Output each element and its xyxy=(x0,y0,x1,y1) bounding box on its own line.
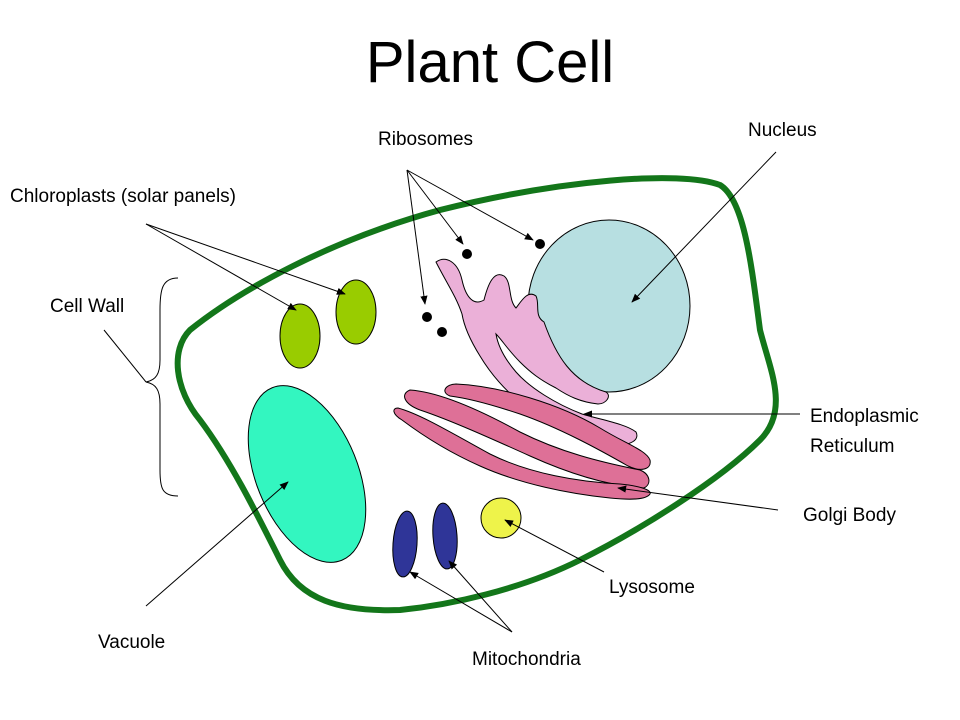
page-title: Plant Cell xyxy=(365,30,615,95)
chloroplasts-label: Chloroplasts (solar panels) xyxy=(10,186,236,207)
mitochondrion-shape xyxy=(392,510,418,578)
cell-wall-pointer xyxy=(103,329,147,383)
ribosome-dot xyxy=(535,239,545,249)
cell-wall-brace xyxy=(145,277,179,497)
ribosome-pointer xyxy=(406,169,428,305)
cell-wall-label: Cell Wall xyxy=(50,296,125,317)
chloroplast-pointer xyxy=(145,223,297,311)
mitochondria-pointer xyxy=(448,560,513,633)
vacuole-label: Vacuole xyxy=(98,632,166,653)
lysosome-shape xyxy=(480,497,522,539)
ribosome-dot xyxy=(437,327,447,337)
golgi-pointer xyxy=(617,485,779,511)
chloroplast-shape xyxy=(279,303,321,369)
golgi-label: Golgi Body xyxy=(803,505,896,526)
ribosome-dot xyxy=(462,249,472,259)
lysosome-label: Lysosome xyxy=(609,577,695,598)
vacuole-shape xyxy=(247,385,367,563)
cell-wall-outline xyxy=(174,175,779,614)
nucleus-label: Nucleus xyxy=(748,120,817,141)
lysosome-pointer xyxy=(504,519,605,573)
chloroplast-shape xyxy=(335,279,377,345)
er-label-line1: Endoplasmic xyxy=(810,406,919,427)
er-label-line2: Reticulum xyxy=(810,436,895,457)
chloroplast-pointer xyxy=(145,223,346,295)
vacuole-pointer xyxy=(145,481,289,607)
mitochondria-label: Mitochondria xyxy=(472,649,581,670)
nucleus-pointer xyxy=(631,151,777,303)
ribosome-pointer xyxy=(406,169,464,245)
mitochondria-pointer xyxy=(409,571,513,633)
ribosome-pointer xyxy=(406,169,534,241)
golgi-body-shape xyxy=(393,383,651,500)
ribosomes-label: Ribosomes xyxy=(378,129,474,150)
ribosome-dot xyxy=(422,312,432,322)
mitochondrion-shape xyxy=(432,502,458,570)
